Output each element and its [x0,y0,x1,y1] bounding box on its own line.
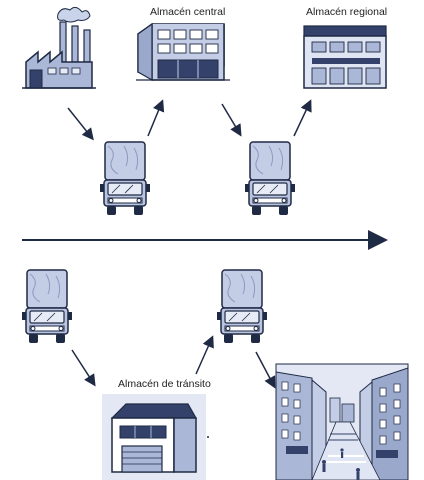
truck-icon [100,141,150,216]
truck-icon [217,269,267,344]
city-street-icon [275,363,409,480]
flow-arrow [195,335,214,375]
truck-icon [245,141,295,216]
central-warehouse-label: Almacén central [150,6,226,18]
flow-arrow [255,351,276,389]
flow-arrow [293,99,312,137]
flow-arrow [67,107,94,141]
regional-warehouse-label: Almacén regional [306,6,388,18]
truck-icon [22,269,72,344]
factory-icon [22,6,96,89]
flow-arrow [147,99,165,137]
regional-warehouse-icon [303,25,387,89]
flow-arrow [221,103,242,137]
flow-arrow [71,349,96,387]
transit-warehouse-icon [102,394,209,480]
central-warehouse-icon [136,22,230,82]
transit-warehouse-label: Almacén de tránsito [118,378,211,390]
